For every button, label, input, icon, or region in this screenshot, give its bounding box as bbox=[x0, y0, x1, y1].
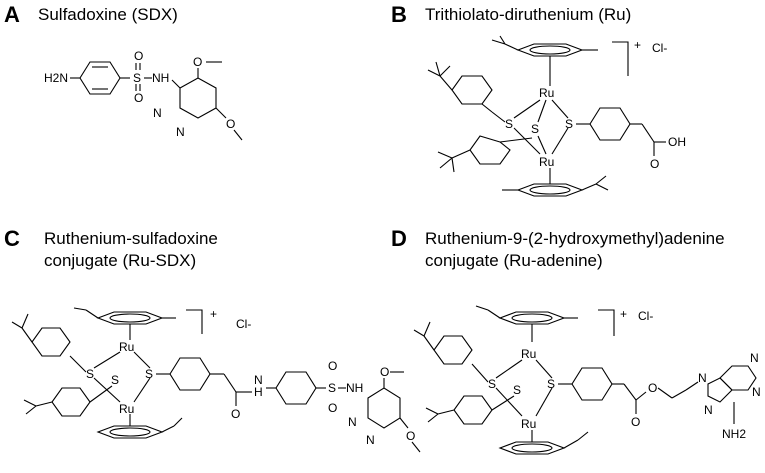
panel-a-letter: A bbox=[4, 2, 20, 27]
pyrimidine-n-bottom: N bbox=[176, 125, 185, 139]
pyrimidine-n-bottom-c: N bbox=[366, 433, 375, 447]
tbu-benzyl-ring-lower-d bbox=[453, 395, 493, 425]
hydroxyl-label: OH bbox=[668, 135, 686, 149]
panel-d-title: Ruthenium-9-(2-hydroxymethyl)adenine con… bbox=[425, 228, 725, 272]
pyrimidine-ring bbox=[179, 77, 217, 119]
adenine-pyrimidine bbox=[719, 365, 757, 391]
tbu-benzyl-ring-upper bbox=[451, 75, 493, 105]
panel-d-title-line-2: conjugate (Ru-adenine) bbox=[425, 251, 603, 270]
chloride-label-c: Cl- bbox=[236, 317, 251, 331]
ru-bottom-b: Ru bbox=[539, 155, 554, 169]
chloride-label-d: Cl- bbox=[638, 309, 653, 323]
charge-plus-d: + bbox=[620, 307, 627, 321]
bridging-s1-d: S bbox=[488, 377, 496, 391]
sulfonyl-o-bottom-c: O bbox=[328, 401, 337, 415]
linker-ring-d bbox=[571, 367, 613, 401]
adenine-imidazole bbox=[707, 377, 733, 403]
methoxy-o-bottom-c: O bbox=[406, 429, 415, 443]
bridging-s1-b: S bbox=[505, 117, 513, 131]
panel-c-title-line-1: Ruthenium-sulfadoxine bbox=[44, 229, 218, 248]
ru-top-b: Ru bbox=[539, 86, 554, 100]
sulfadoxine-benzene-c bbox=[275, 371, 317, 405]
chloride-label-b: Cl- bbox=[652, 41, 667, 55]
bridging-s1-c: S bbox=[86, 367, 94, 381]
ester-o: O bbox=[648, 381, 657, 395]
ru-bottom-d: Ru bbox=[521, 417, 536, 431]
methoxy-o-top: O bbox=[193, 55, 202, 69]
linker-ring-c bbox=[169, 357, 211, 391]
pyrimidine-n-left-c: N bbox=[348, 415, 357, 429]
tbu-benzyl-ring-lower bbox=[469, 135, 511, 165]
panel-c-letter: C bbox=[4, 226, 20, 251]
adenine-n9: N bbox=[698, 371, 707, 385]
amide-n-label: N bbox=[254, 373, 263, 387]
pyrimidine-n-left: N bbox=[153, 106, 162, 120]
charge-plus-c: + bbox=[210, 307, 217, 321]
adenine-amine: NH2 bbox=[722, 427, 746, 441]
panel-c-title-line-2: conjugate (Ru-SDX) bbox=[44, 251, 197, 270]
sulfonyl-o-top-c: O bbox=[328, 359, 337, 373]
ru-bottom-c: Ru bbox=[119, 402, 134, 416]
ru-sdx-structure: + Cl- Ru Ru S S S O H N S O O NH bbox=[11, 307, 421, 453]
sulfonyl-s-c: S bbox=[328, 381, 336, 395]
panel-b-title: Trithiolato-diruthenium (Ru) bbox=[425, 4, 631, 26]
panel-d-letter: D bbox=[391, 226, 407, 251]
tbu-benzyl-ring-lower-c bbox=[51, 387, 91, 417]
bridging-s3-b: S bbox=[565, 117, 573, 131]
tbu-benzyl-ring-upper-d bbox=[433, 335, 473, 365]
ru-top-d: Ru bbox=[521, 347, 536, 361]
methoxy-o-top-c: O bbox=[380, 365, 389, 379]
panel-a-title-line: Sulfadoxine (SDX) bbox=[38, 5, 178, 24]
ru-top-c: Ru bbox=[119, 340, 134, 354]
pyrimidine-ring-c bbox=[367, 387, 401, 429]
adenine-n3: N bbox=[750, 351, 759, 365]
sulfonamide-nh-label: NH bbox=[152, 71, 169, 85]
panel-c-title: Ruthenium-sulfadoxine conjugate (Ru-SDX) bbox=[44, 228, 218, 272]
carbonyl-o-b: O bbox=[650, 157, 659, 171]
methoxy-o-bottom: O bbox=[226, 117, 235, 131]
sulfonyl-o-bottom: O bbox=[134, 91, 143, 105]
amine-label: H2N bbox=[44, 71, 68, 85]
sulfadoxine-structure: H2N S O O NH N N O O bbox=[44, 49, 243, 141]
amide-nh-label: H bbox=[254, 385, 263, 399]
bridging-s2-d: S bbox=[513, 383, 521, 397]
bridging-s2-b: S bbox=[531, 122, 539, 136]
arylacetic-ring bbox=[589, 107, 631, 141]
sulfonyl-o-top: O bbox=[134, 49, 143, 63]
diruthenium-structure: + Cl- Ru Ru S S S O OH bbox=[427, 35, 686, 197]
amide-o-c: O bbox=[231, 407, 240, 421]
bridging-s3-d: S bbox=[547, 377, 555, 391]
adenine-n1: N bbox=[752, 385, 761, 399]
sulfonamide-nh-c: NH bbox=[346, 381, 363, 395]
bridging-s2-c: S bbox=[111, 373, 119, 387]
panel-b-letter: B bbox=[391, 2, 407, 27]
ester-carbonyl-o: O bbox=[631, 415, 640, 429]
panel-d-title-line-1: Ruthenium-9-(2-hydroxymethyl)adenine bbox=[425, 229, 725, 248]
charge-plus-b: + bbox=[634, 38, 641, 52]
adenine-n7: N bbox=[704, 403, 713, 417]
ru-adenine-structure: + Cl- Ru Ru S S S O O N N N N bbox=[413, 305, 761, 455]
panel-b-title-line: Trithiolato-diruthenium (Ru) bbox=[425, 5, 632, 24]
tbu-benzyl-ring-upper-c bbox=[31, 327, 71, 357]
sulfonyl-s-label: S bbox=[133, 71, 141, 85]
panel-a-title: Sulfadoxine (SDX) bbox=[38, 4, 178, 26]
bridging-s3-c: S bbox=[145, 367, 153, 381]
